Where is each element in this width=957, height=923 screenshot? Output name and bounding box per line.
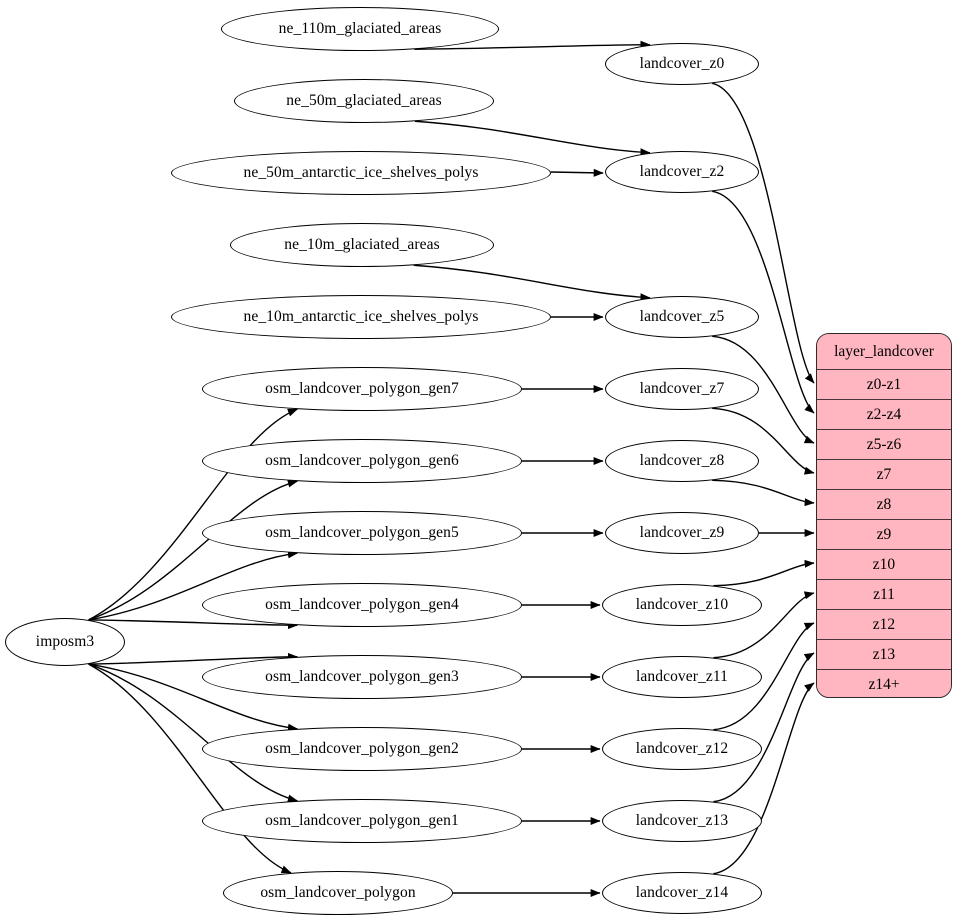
- layer-table-row-label: z7: [876, 465, 892, 483]
- layer-table-row-label: z11: [873, 585, 895, 603]
- edge-landcover_z12-to-layer_landcover-z12: [713, 622, 815, 731]
- node-label: osm_landcover_polygon: [260, 884, 416, 902]
- edge-imposm3-to-osm_landcover_polygon_gen2: [88, 663, 298, 732]
- layer-table-row-label: z8: [876, 495, 892, 513]
- node-label: landcover_z0: [639, 55, 725, 73]
- layer-table-row[interactable]: z8: [817, 489, 951, 519]
- edge-ne_50m_glaciated_areas-to-landcover_z2: [414, 120, 651, 157]
- node-osm_landcover_polygon_gen2[interactable]: osm_landcover_polygon_gen2: [202, 727, 522, 771]
- layer-table-row[interactable]: z5-z6: [817, 429, 951, 459]
- node-ne_10m_antarctic_ice_shelves_polys[interactable]: ne_10m_antarctic_ice_shelves_polys: [171, 295, 551, 339]
- layer-table-row[interactable]: z12: [817, 609, 951, 639]
- layer-table-row-label: z0-z1: [866, 375, 902, 393]
- edge-landcover_z11-to-layer_landcover-z11: [713, 591, 815, 659]
- node-label: ne_50m_antarctic_ice_shelves_polys: [243, 164, 479, 182]
- node-ne_50m_antarctic_ice_shelves_polys[interactable]: ne_50m_antarctic_ice_shelves_polys: [171, 151, 551, 195]
- node-ne_110m_glaciated_areas[interactable]: ne_110m_glaciated_areas: [221, 7, 499, 51]
- node-osm_landcover_polygon_gen4[interactable]: osm_landcover_polygon_gen4: [202, 583, 522, 627]
- node-landcover_z8[interactable]: landcover_z8: [605, 440, 759, 482]
- edge-imposm3-to-osm_landcover_polygon_gen6: [88, 479, 298, 621]
- node-landcover_z14[interactable]: landcover_z14: [602, 872, 762, 914]
- node-osm_landcover_polygon_gen3[interactable]: osm_landcover_polygon_gen3: [202, 655, 522, 699]
- node-osm_landcover_polygon[interactable]: osm_landcover_polygon: [223, 871, 453, 915]
- node-label: osm_landcover_polygon_gen6: [265, 452, 459, 470]
- edge-landcover_z8-to-layer_landcover-z8: [712, 479, 815, 507]
- node-label: landcover_z11: [636, 668, 728, 686]
- node-label: landcover_z9: [639, 524, 725, 542]
- node-label: landcover_z13: [635, 812, 729, 830]
- edge-landcover_z10-to-layer_landcover-z10: [713, 559, 815, 587]
- node-label: landcover_z2: [639, 163, 725, 181]
- layer-table-row[interactable]: z9: [817, 519, 951, 549]
- layer-table-row[interactable]: z0-z1: [817, 369, 951, 399]
- layer-table-header: layer_landcover: [817, 334, 951, 369]
- node-label: ne_50m_glaciated_areas: [286, 92, 442, 110]
- layer-table-header-label: layer_landcover: [834, 342, 934, 360]
- layer-table-row-label: z10: [872, 555, 896, 573]
- node-label: osm_landcover_polygon_gen1: [265, 812, 459, 830]
- edge-landcover_z0-to-layer_landcover-z0-z1: [712, 82, 815, 384]
- node-landcover_z0[interactable]: landcover_z0: [605, 43, 759, 85]
- layer-table-row-label: z2-z4: [866, 405, 902, 423]
- edge-landcover_z14-to-layer_landcover-z14+: [713, 682, 815, 875]
- node-label: ne_110m_glaciated_areas: [278, 20, 442, 38]
- layer-landcover-table[interactable]: layer_landcover z0-z1 z2-z4 z5-z6 z7 z8 z9 z10…: [816, 333, 952, 698]
- node-landcover_z2[interactable]: landcover_z2: [605, 151, 759, 193]
- node-landcover_z7[interactable]: landcover_z7: [605, 368, 759, 410]
- layer-table-row[interactable]: z11: [817, 579, 951, 609]
- node-label: osm_landcover_polygon_gen2: [265, 740, 459, 758]
- edge-imposm3-to-osm_landcover_polygon_gen3: [88, 652, 298, 665]
- edge-landcover_z2-to-layer_landcover-z2-z4: [712, 190, 815, 414]
- node-ne_10m_glaciated_areas[interactable]: ne_10m_glaciated_areas: [230, 223, 494, 267]
- layer-table-row[interactable]: z7: [817, 459, 951, 489]
- edge-imposm3-to-osm_landcover_polygon: [88, 663, 292, 874]
- node-label: landcover_z5: [639, 308, 725, 326]
- layer-table-row-label: z12: [872, 615, 896, 633]
- edge-imposm3-to-osm_landcover_polygon_gen7: [88, 408, 298, 621]
- node-label: osm_landcover_polygon_gen3: [265, 668, 459, 686]
- edge-imposm3-to-osm_landcover_polygon_gen4: [88, 619, 298, 630]
- edge-ne_50m_antarctic_ice_shelves_polys-to-landcover_z2: [550, 168, 604, 177]
- layer-table-row-label: z5-z6: [866, 435, 902, 453]
- edge-landcover_z13-to-layer_landcover-z13: [713, 652, 815, 803]
- edge-imposm3-to-osm_landcover_polygon_gen5: [88, 550, 298, 621]
- layer-table-row-label: z9: [876, 525, 892, 543]
- edge-ne_110m_glaciated_areas-to-landcover_z0: [414, 40, 651, 50]
- node-landcover_z10[interactable]: landcover_z10: [602, 584, 762, 626]
- node-label: ne_10m_glaciated_areas: [284, 236, 440, 254]
- edge-imposm3-to-osm_landcover_polygon_gen1: [88, 663, 298, 803]
- node-label: landcover_z8: [639, 452, 725, 470]
- node-label: landcover_z7: [639, 380, 725, 398]
- node-osm_landcover_polygon_gen7[interactable]: osm_landcover_polygon_gen7: [202, 367, 522, 411]
- layer-table-row[interactable]: z2-z4: [817, 399, 951, 429]
- node-landcover_z11[interactable]: landcover_z11: [602, 656, 762, 698]
- node-ne_50m_glaciated_areas[interactable]: ne_50m_glaciated_areas: [234, 79, 494, 123]
- node-landcover_z13[interactable]: landcover_z13: [602, 800, 762, 842]
- layer-table-row-label: z14+: [868, 675, 900, 693]
- node-label: osm_landcover_polygon_gen7: [265, 380, 459, 398]
- node-landcover_z12[interactable]: landcover_z12: [602, 728, 762, 770]
- node-label: imposm3: [35, 633, 95, 651]
- layer-table-row-label: z13: [872, 645, 896, 663]
- node-label: landcover_z10: [635, 596, 729, 614]
- node-osm_landcover_polygon_gen6[interactable]: osm_landcover_polygon_gen6: [202, 439, 522, 483]
- node-osm_landcover_polygon_gen1[interactable]: osm_landcover_polygon_gen1: [202, 799, 522, 843]
- node-imposm3[interactable]: imposm3: [5, 618, 125, 666]
- node-landcover_z9[interactable]: landcover_z9: [605, 512, 759, 554]
- layer-table-row[interactable]: z14+: [817, 669, 951, 697]
- edge-landcover_z7-to-layer_landcover-z7: [712, 407, 815, 475]
- layer-table-row[interactable]: z10: [817, 549, 951, 579]
- node-label: landcover_z12: [635, 740, 729, 758]
- node-landcover_z5[interactable]: landcover_z5: [605, 296, 759, 338]
- edge-ne_10m_glaciated_areas-to-landcover_z5: [413, 264, 651, 302]
- node-label: ne_10m_antarctic_ice_shelves_polys: [243, 308, 479, 326]
- layer-table-row[interactable]: z13: [817, 639, 951, 669]
- node-label: osm_landcover_polygon_gen5: [265, 524, 459, 542]
- edge-landcover_z5-to-layer_landcover-z5-z6: [712, 335, 815, 444]
- node-label: landcover_z14: [635, 884, 729, 902]
- node-label: osm_landcover_polygon_gen4: [265, 596, 459, 614]
- node-osm_landcover_polygon_gen5[interactable]: osm_landcover_polygon_gen5: [202, 511, 522, 555]
